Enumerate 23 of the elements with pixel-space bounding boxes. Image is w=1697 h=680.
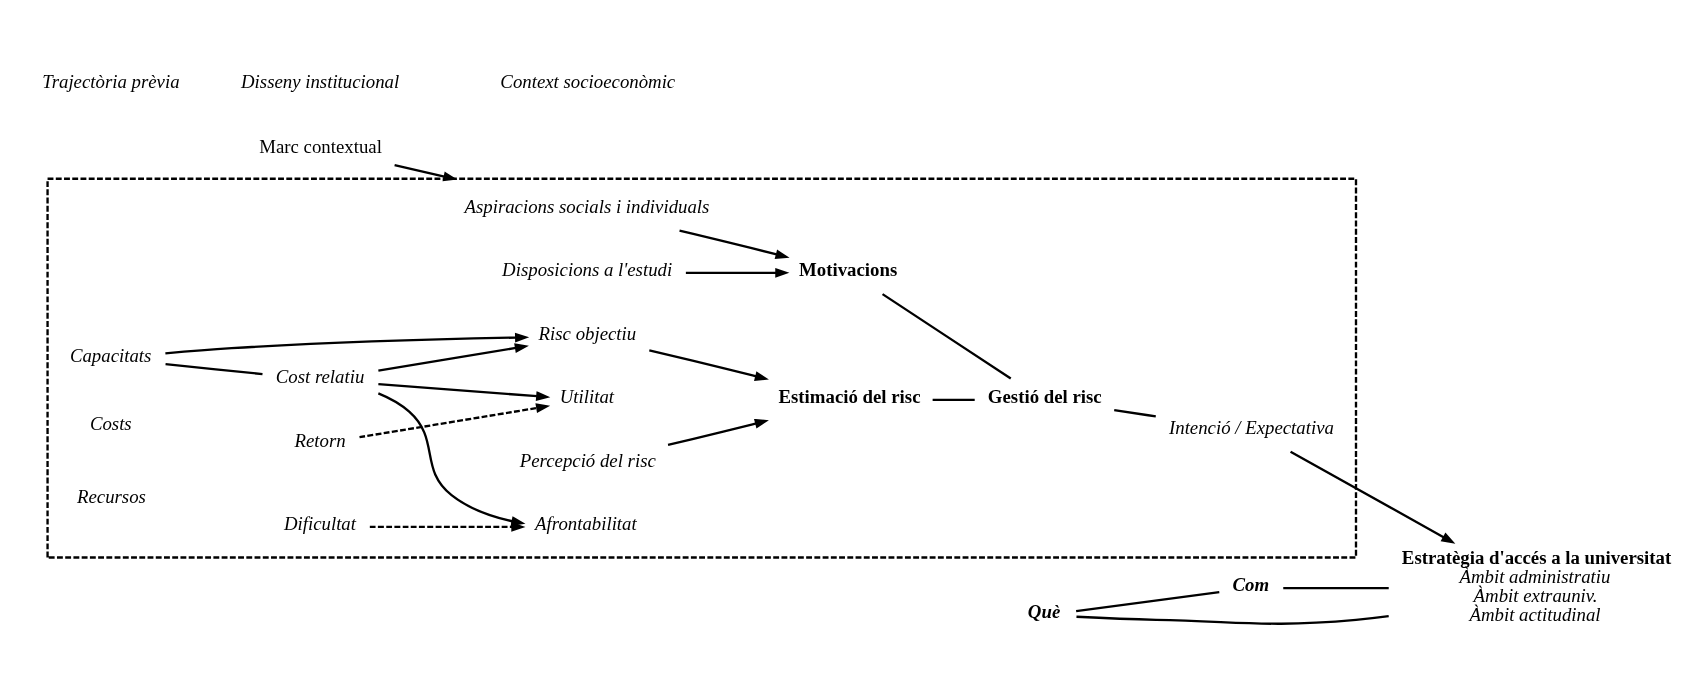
label: Context socioeconòmic xyxy=(500,70,676,92)
node-text: Motivacions xyxy=(799,258,898,280)
node-text: Recursos xyxy=(76,485,146,507)
node-text: Com xyxy=(1232,573,1270,595)
node-text: Què xyxy=(1027,600,1061,622)
node-text: Estimació del risc xyxy=(778,385,921,407)
node-text: Costs xyxy=(89,412,132,434)
node-text: Afrontabilitat xyxy=(535,512,637,534)
node-text: Percepció del risc xyxy=(519,449,656,471)
node-text: Cost relatiu xyxy=(275,365,365,387)
node-text: Aspiracions socials i individuals xyxy=(464,195,710,217)
node-text: Gestió del risc xyxy=(987,385,1102,407)
node-text: Utilitat xyxy=(559,385,615,407)
node-text: Intenció / Expectativa xyxy=(1168,416,1334,438)
label: Trajectòria prèvia xyxy=(42,70,180,92)
node-text: Disposicions a l'estudi xyxy=(502,258,673,280)
node-text: Dificultat xyxy=(283,512,357,534)
node-text: Capacitats xyxy=(69,344,152,366)
node-text: Marc contextual xyxy=(259,135,382,157)
label: Disseny institucional xyxy=(241,70,400,92)
node-text: Estratègia d'accés a la universitat Àmbit administratiu Àmbit extrauniv. Àmbit actitudinal xyxy=(1401,546,1672,625)
node-text: Risc objectiu xyxy=(538,322,637,344)
node-text: Retorn xyxy=(294,429,346,451)
